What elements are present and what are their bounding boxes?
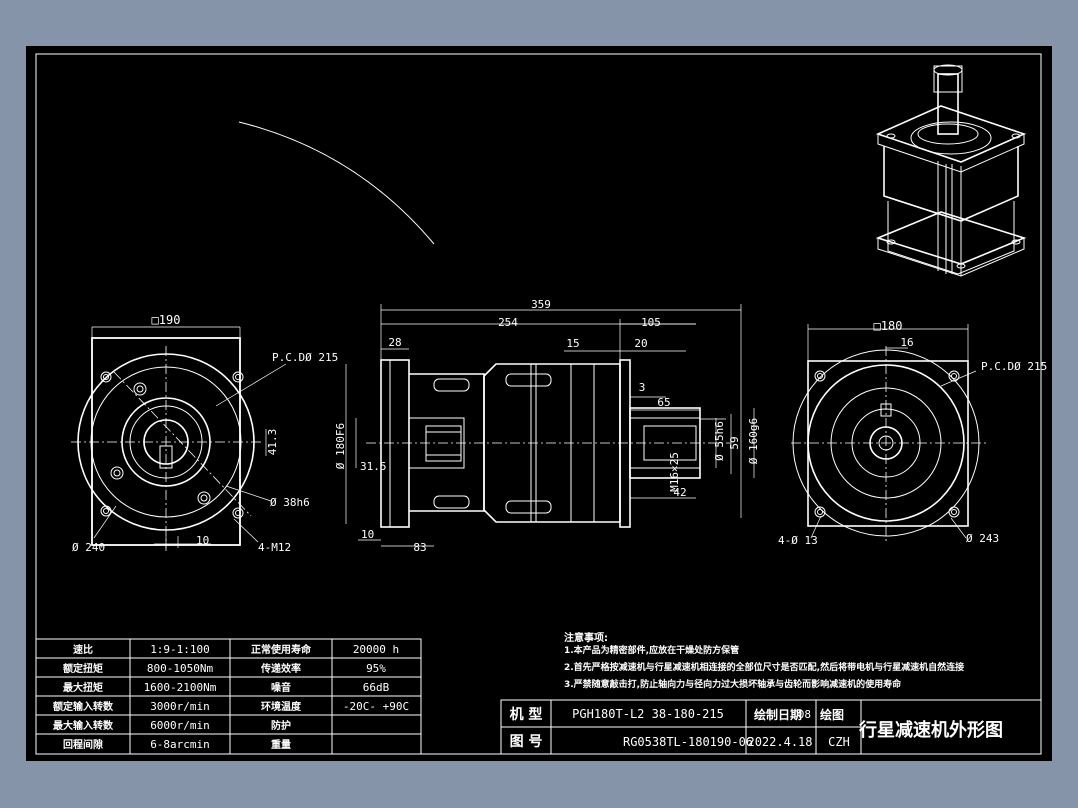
rear-holes-dim: 4-Ø 13	[778, 534, 818, 547]
spec-cell-r5-c1: 6-8arcmin	[150, 738, 210, 751]
front-holes-dim: 4-M12	[258, 541, 291, 554]
side-bore-dim: Ø 180F6	[334, 423, 347, 469]
spec-cell-r5-c2: 重量	[271, 738, 291, 751]
drawing-title: 行星减速机外形图	[858, 719, 1003, 741]
side-d160: Ø 160g6	[747, 418, 760, 464]
spec-cell-r0-c0: 速比	[73, 643, 93, 656]
note-line-1: 1.本产品为精密部件,应放在干燥处防方保管	[564, 644, 739, 656]
spec-cell-r2-c1: 1600-2100Nm	[144, 681, 217, 694]
front-square-dim: □190	[152, 313, 181, 327]
front-pilot-dim: Ø 38h6	[270, 496, 310, 509]
spec-cell-r1-c2: 传递效率	[260, 662, 301, 675]
spec-cell-r2-c0: 最大扭矩	[63, 681, 103, 694]
spec-cell-r0-c2: 正常使用寿命	[251, 643, 312, 656]
notes-title: 注意事项:	[564, 631, 608, 644]
front-view	[71, 326, 287, 551]
spec-cell-r4-c1: 6000r/min	[150, 719, 210, 732]
spec-cell-r4-c2: 防护	[271, 719, 291, 732]
drawing-number: RG0538TL-180190-06	[623, 735, 753, 749]
spec-cell-r1-c0: 额定扭矩	[63, 662, 103, 675]
model-label: 机 型	[510, 706, 543, 723]
side-d10: 10	[361, 528, 374, 541]
spec-cell-r3-c0: 额定输入转数	[53, 700, 114, 713]
version: 08	[798, 708, 811, 721]
spec-cell-r3-c1: 3000r/min	[150, 700, 210, 713]
front-hole-dim: 41.3	[266, 429, 279, 456]
rear-diameter-dim: Ø 243	[966, 532, 999, 545]
side-body-dim: 254	[498, 316, 518, 329]
rear-d16: 16	[900, 336, 913, 349]
note-line-3: 3.严禁随意敲击打,防止轴向力与径向力过大损坏轴承与齿轮而影响减速机的使用寿命	[564, 678, 902, 690]
spec-table: 速比 1:9-1:100 正常使用寿命 20000 h 额定扭矩 800-1050Nm 传递…	[53, 643, 409, 751]
rear-pcd-dim: P.C.DØ 215	[981, 360, 1047, 373]
rear-square-dim: □180	[874, 319, 903, 333]
model-value: PGH180T-L2 38-180-215	[572, 707, 724, 721]
cad-canvas: □190 P.C.DØ 215 41.3 Ø 38h6 Ø 240 10 4-M…	[35, 53, 1047, 755]
spec-table-grid	[35, 638, 422, 755]
note-line-2: 2.首先严格按减速机与行星减速机相连接的全部位尺寸是否匹配,然后将带电机与行星减…	[564, 661, 964, 673]
spec-cell-r3-c3: -20C- +90C	[343, 700, 409, 713]
spec-cell-r0-c1: 1:9-1:100	[150, 643, 210, 656]
drawer-label: 绘图	[820, 707, 844, 722]
side-view	[345, 304, 755, 547]
isometric-view	[875, 64, 1027, 277]
side-d15: 15	[566, 337, 579, 350]
side-flange-dim: 28	[388, 336, 401, 349]
side-d65: 65	[657, 396, 670, 409]
side-d315: 31.5	[360, 460, 387, 473]
front-diameter-dim: Ø 240	[72, 541, 105, 554]
drawing-sheet: □190 P.C.DØ 215 41.3 Ø 38h6 Ø 240 10 4-M…	[26, 46, 1052, 761]
spec-cell-r1-c3: 95%	[366, 662, 386, 675]
spec-cell-r2-c2: 噪音	[271, 681, 291, 694]
side-key-dim: M16×25	[668, 452, 681, 492]
front-pcd-dim: P.C.DØ 215	[272, 351, 338, 364]
spec-cell-r4-c0: 最大输入转数	[53, 719, 114, 732]
title-block-grid	[500, 699, 1042, 755]
drawer-name: CZH	[828, 735, 850, 749]
side-shaft-dim: 105	[641, 316, 661, 329]
date-label: 绘制日期	[754, 707, 802, 722]
draw-date: 2022.4.18	[747, 735, 812, 749]
spec-cell-r1-c1: 800-1050Nm	[147, 662, 214, 675]
side-d5: Ø 55h6	[713, 421, 726, 461]
front-offset-dim: 10	[196, 534, 209, 547]
spec-cell-r3-c2: 环境温度	[261, 700, 302, 713]
side-d20: 20	[634, 337, 647, 350]
side-d59: 59	[728, 436, 741, 449]
side-overall-dim: 359	[531, 298, 551, 311]
arc-line	[238, 121, 435, 245]
spec-cell-r0-c3: 20000 h	[353, 643, 399, 656]
drawing-label: 图 号	[510, 734, 543, 750]
spec-cell-r5-c0: 回程间隙	[63, 738, 103, 751]
spec-cell-r2-c3: 66dB	[363, 681, 390, 694]
side-d83: 83	[413, 541, 426, 554]
rear-view	[791, 324, 986, 541]
side-d3: 3	[639, 381, 646, 394]
side-d42: 42	[673, 486, 686, 499]
